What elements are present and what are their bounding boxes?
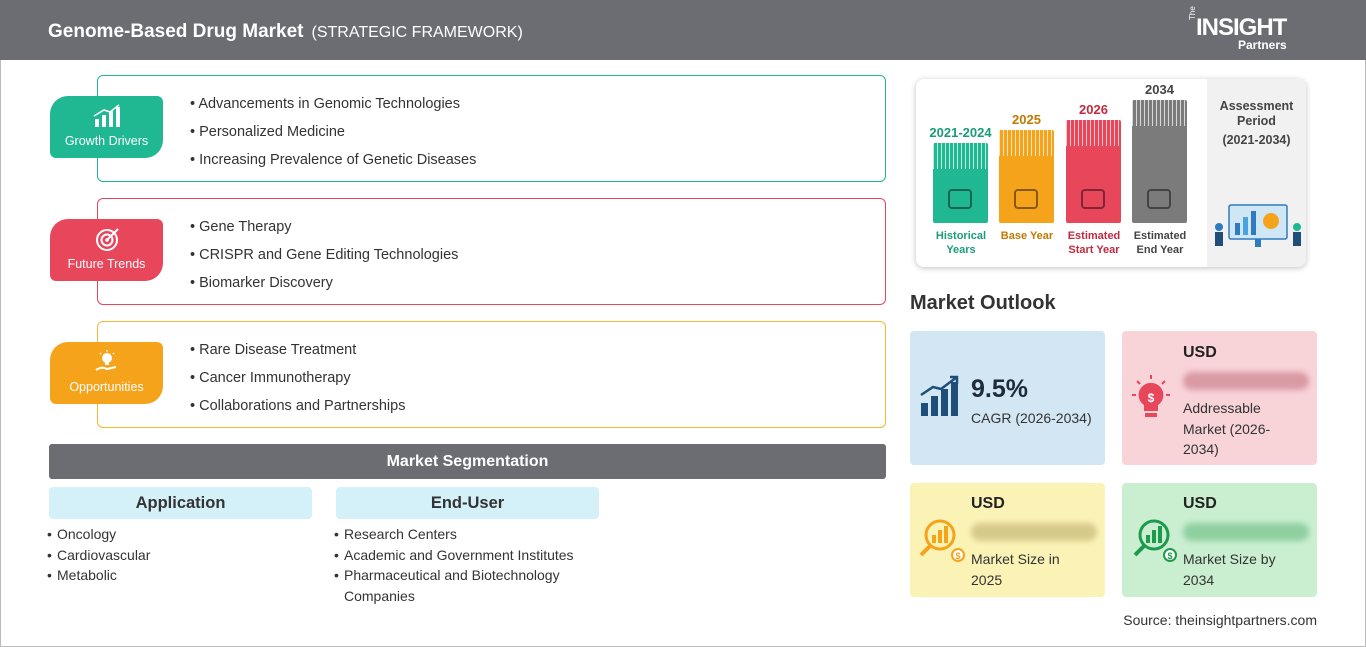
assessment-title: Assessment Period bbox=[1219, 99, 1294, 128]
timeline-bar bbox=[933, 143, 988, 223]
application-list: Oncology Cardiovascular Metabolic bbox=[47, 524, 150, 586]
analyst-illustration-icon bbox=[1215, 204, 1301, 247]
magnifier-chart-icon: $ bbox=[919, 519, 965, 562]
badge-label: Opportunities bbox=[69, 380, 144, 394]
timeline-year: 2021-2024 bbox=[929, 125, 992, 140]
future-trends-card: Gene Therapy CRISPR and Gene Editing Tec… bbox=[97, 198, 886, 305]
bar-stripes bbox=[933, 143, 988, 169]
timeline-bar bbox=[1066, 120, 1121, 223]
svg-text:$: $ bbox=[1167, 551, 1172, 561]
market-size-2034-box: $ USD Market Size by 2034 bbox=[1122, 483, 1317, 597]
opportunities-card: Rare Disease Treatment Cancer Immunother… bbox=[97, 321, 886, 428]
list-item: Oncology bbox=[47, 524, 150, 545]
timeline-icon bbox=[1081, 189, 1105, 209]
page-title: Genome-Based Drug Market (STRATEGIC FRAME… bbox=[48, 21, 523, 43]
growth-chart-icon bbox=[93, 104, 120, 127]
addressable-label: Addressable Market (2026-2034) bbox=[1183, 400, 1271, 457]
size2034-label: Market Size by 2034 bbox=[1183, 551, 1276, 588]
badge-label: Future Trends bbox=[67, 257, 146, 271]
cagr-label: CAGR (2026-2034) bbox=[971, 410, 1092, 426]
bar-stripes bbox=[999, 130, 1054, 156]
title-text: Genome-Based Drug Market bbox=[48, 21, 304, 42]
assessment-period-panel: Assessment Period (2021-2034) bbox=[1207, 79, 1306, 267]
size2025-currency: USD bbox=[971, 495, 1005, 512]
market-size-2025-box: $ USD Market Size in 2025 bbox=[910, 483, 1105, 597]
timeline-bar bbox=[999, 130, 1054, 223]
future-trends-list: Gene Therapy CRISPR and Gene Editing Tec… bbox=[190, 219, 458, 303]
magnifier-chart-icon: $ bbox=[1133, 519, 1177, 562]
growth-drivers-badge: Growth Drivers bbox=[50, 96, 163, 158]
cagr-box: 9.5% CAGR (2026-2034) bbox=[910, 331, 1105, 465]
list-item: Cardiovascular bbox=[47, 545, 150, 566]
opportunities-list: Rare Disease Treatment Cancer Immunother… bbox=[190, 342, 405, 426]
timeline-bar bbox=[1132, 100, 1187, 223]
addressable-currency: USD bbox=[1183, 344, 1217, 361]
lightbulb-dollar-icon: $ bbox=[1132, 375, 1170, 417]
application-heading: Application bbox=[49, 487, 312, 519]
list-item: Gene Therapy bbox=[190, 219, 458, 247]
timeline-icon bbox=[1147, 189, 1171, 209]
timeline-label: Estimated Start Year bbox=[1067, 230, 1121, 256]
header: Genome-Based Drug Market (STRATEGIC FRAME… bbox=[0, 0, 1366, 60]
timeline-year: 2034 bbox=[1145, 82, 1174, 97]
list-item: Collaborations and Partnerships bbox=[190, 398, 405, 426]
end-user-heading: End-User bbox=[336, 487, 599, 519]
list-item: Biomarker Discovery bbox=[190, 275, 458, 303]
timeline-year: 2025 bbox=[1012, 112, 1041, 127]
timeline-label: Base Year bbox=[1000, 230, 1054, 242]
source-text: Source: theinsightpartners.com bbox=[1123, 612, 1317, 628]
bar-stripes bbox=[1066, 120, 1121, 146]
target-icon bbox=[96, 228, 119, 251]
growth-chart-icon bbox=[920, 375, 959, 416]
growth-drivers-card: Advancements in Genomic Technologies Per… bbox=[97, 75, 886, 182]
timeline-year: 2026 bbox=[1079, 102, 1108, 117]
timeline-icon bbox=[1014, 189, 1038, 209]
logo-sub: Partners bbox=[1238, 38, 1287, 52]
list-item: Increasing Prevalence of Genetic Disease… bbox=[190, 152, 476, 180]
list-item: Metabolic bbox=[47, 565, 150, 586]
size2025-value-blurred bbox=[971, 523, 1097, 541]
list-item: Cancer Immunotherapy bbox=[190, 370, 405, 398]
size2034-value-blurred bbox=[1183, 523, 1309, 541]
timeline-label: Estimated End Year bbox=[1133, 230, 1187, 256]
svg-text:$: $ bbox=[1148, 391, 1155, 405]
market-segmentation-bar: Market Segmentation bbox=[49, 444, 886, 479]
timeline-label: Historical Years bbox=[935, 230, 987, 256]
list-item: Rare Disease Treatment bbox=[190, 342, 405, 370]
list-item: Research Centers bbox=[334, 524, 594, 545]
future-trends-badge: Future Trends bbox=[50, 219, 163, 281]
cagr-value: 9.5% bbox=[971, 375, 1028, 403]
logo-main: INSIGHT bbox=[1196, 14, 1287, 41]
lightbulb-hand-icon bbox=[95, 350, 117, 371]
opportunities-badge: Opportunities bbox=[50, 342, 163, 404]
end-user-list: Research Centers Academic and Government… bbox=[334, 524, 594, 606]
growth-drivers-list: Advancements in Genomic Technologies Per… bbox=[190, 96, 476, 180]
list-item: CRISPR and Gene Editing Technologies bbox=[190, 247, 458, 275]
market-outlook-title: Market Outlook bbox=[910, 292, 1056, 314]
list-item: Personalized Medicine bbox=[190, 124, 476, 152]
list-item: Pharmaceutical and Biotechnology Compani… bbox=[334, 565, 594, 606]
size2025-label: Market Size in 2025 bbox=[971, 551, 1060, 588]
addressable-value-blurred bbox=[1183, 372, 1309, 390]
insight-partners-logo: The INSIGHT Partners bbox=[1188, 6, 1308, 54]
bar-stripes bbox=[1132, 100, 1187, 126]
svg-text:$: $ bbox=[955, 551, 960, 561]
timeline-icon bbox=[948, 189, 972, 209]
assessment-period: (2021-2034) bbox=[1222, 133, 1291, 147]
size2034-currency: USD bbox=[1183, 495, 1217, 512]
badge-label: Growth Drivers bbox=[64, 134, 149, 148]
list-item: Advancements in Genomic Technologies bbox=[190, 96, 476, 124]
list-item: Academic and Government Institutes bbox=[334, 545, 594, 566]
subtitle-text: (STRATEGIC FRAMEWORK) bbox=[311, 24, 523, 41]
addressable-market-box: $ USD Addressable Market (2026-2034) bbox=[1122, 331, 1317, 465]
